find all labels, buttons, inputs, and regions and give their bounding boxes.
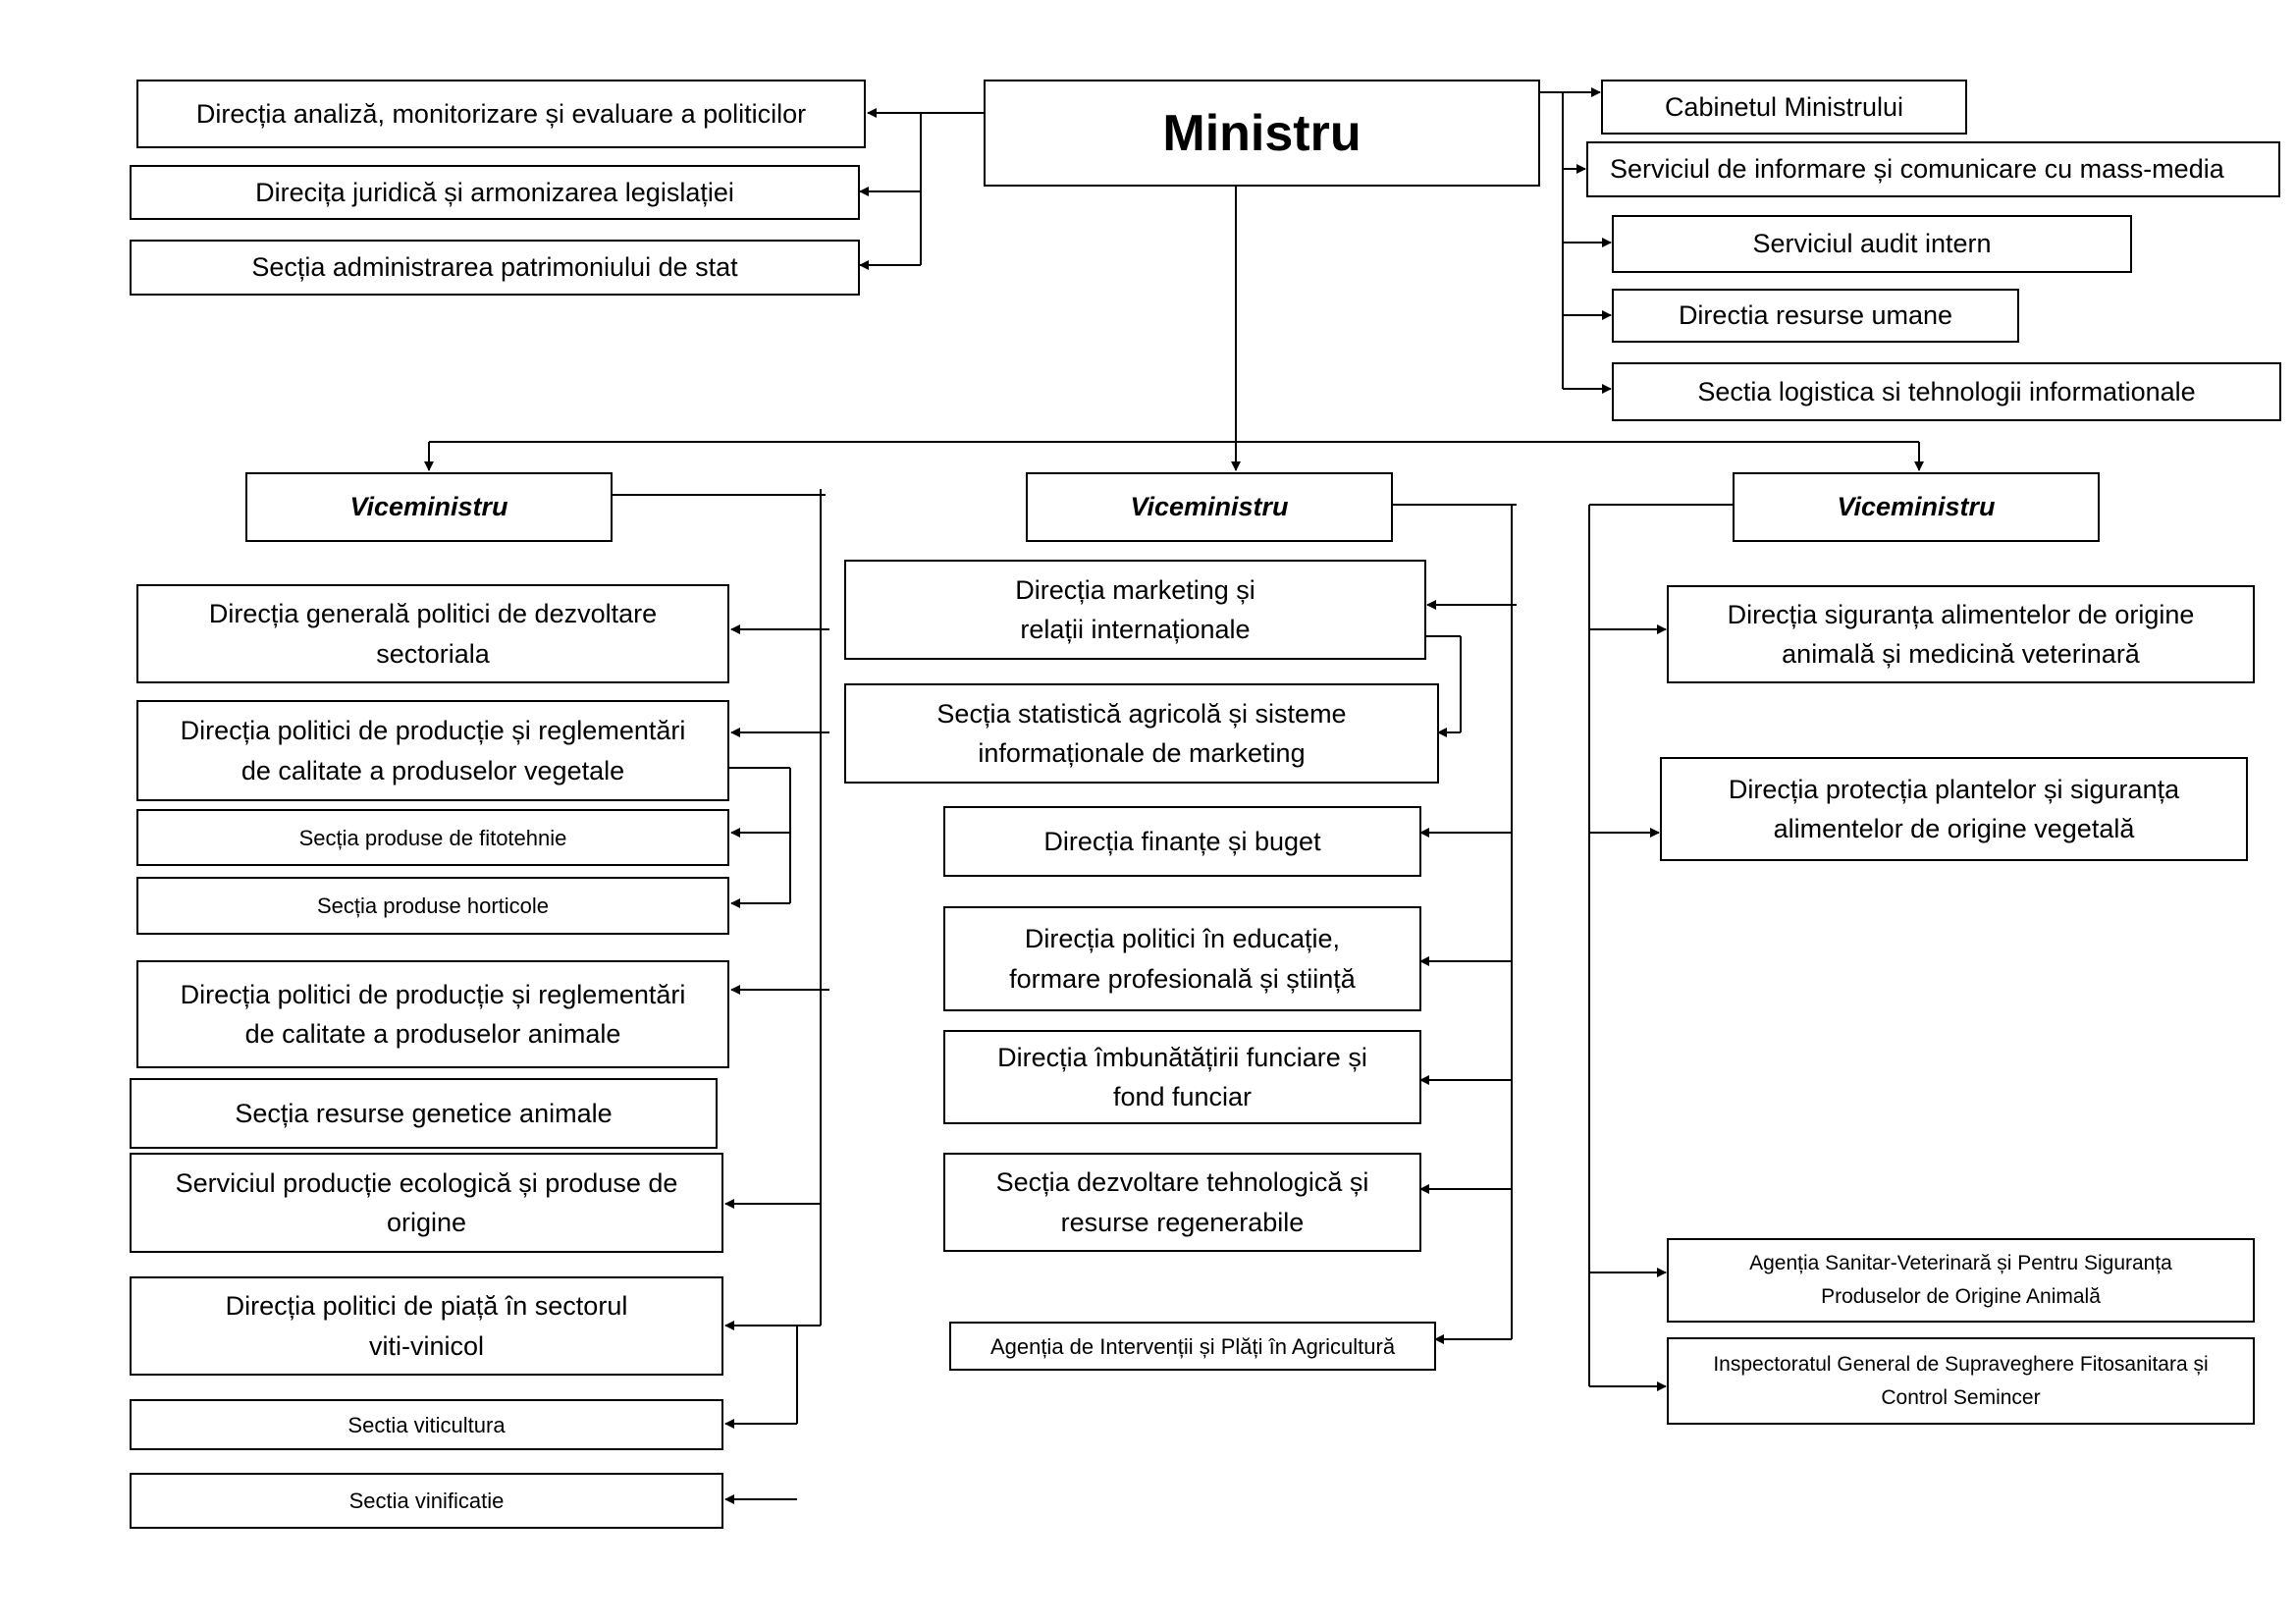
- viceminister-label: Viceministru: [1837, 492, 1996, 522]
- unit-policy-analysis: Direcția analiză, monitorizare și evalua…: [136, 80, 866, 148]
- unit-label: Direcția protecția plantelor și siguranț…: [1728, 774, 2180, 844]
- viceminister-label: Viceministru: [1130, 492, 1289, 522]
- unit-land-improvement: Direcția îmbunătățirii funciare și fond …: [943, 1030, 1421, 1124]
- unit-mass-media: Serviciul de informare și comunicare cu …: [1586, 141, 2280, 197]
- unit-label: Secția resurse genetice animale: [235, 1098, 613, 1128]
- unit-label: Direcția analiză, monitorizare și evalua…: [195, 98, 807, 129]
- unit-label: Inspectoratul General de Supraveghere Fi…: [1713, 1352, 2209, 1409]
- unit-label: Serviciul producție ecologică și produse…: [175, 1167, 678, 1238]
- unit-label: Directia resurse umane: [1678, 300, 1953, 331]
- unit-state-property: Secția administrarea patrimoniului de st…: [130, 240, 860, 296]
- unit-education-science: Direcția politici în educație, formare p…: [943, 906, 1421, 1011]
- unit-viticulture: Sectia viticultura: [130, 1399, 723, 1450]
- unit-label: Sectia logistica si tehnologii informati…: [1697, 376, 2196, 406]
- unit-sanitary-veterinary-agency: Agenția Sanitar-Veterinară și Pentru Sig…: [1667, 1238, 2255, 1323]
- unit-technological-development: Secția dezvoltare tehnologică și resurse…: [943, 1153, 1421, 1252]
- unit-legal: Direcița juridică și armonizarea legisla…: [130, 165, 860, 220]
- unit-label: Agenția de Intervenții și Plăți în Agric…: [989, 1333, 1396, 1359]
- unit-vinification: Sectia vinificatie: [130, 1473, 723, 1529]
- unit-internal-audit: Serviciul audit intern: [1612, 215, 2132, 273]
- unit-label: Direcția politici în educație, formare p…: [1009, 924, 1356, 994]
- unit-label: Agenția Sanitar-Veterinară și Pentru Sig…: [1749, 1252, 2172, 1308]
- viceminister-label: Viceministru: [349, 492, 508, 522]
- unit-sectoral-development: Direcția generală politici de dezvoltare…: [136, 584, 729, 683]
- unit-field-crops: Secția produse de fitotehnie: [136, 809, 729, 866]
- unit-finance-budget: Direcția finanțe și buget: [943, 806, 1421, 877]
- unit-label: Cabinetul Ministrului: [1664, 91, 1904, 122]
- minister-box: Ministru: [984, 80, 1540, 187]
- unit-label: Secția dezvoltare tehnologică și resurse…: [995, 1167, 1369, 1237]
- unit-logistics-it: Sectia logistica si tehnologii informati…: [1612, 362, 2281, 421]
- viceminister-middle: Viceministru: [1026, 472, 1393, 542]
- unit-plant-products-policy: Direcția politici de producție și reglem…: [136, 700, 729, 801]
- unit-label: Secția administrarea patrimoniului de st…: [251, 252, 738, 283]
- unit-phytosanitary-inspectorate: Inspectoratul General de Supraveghere Fi…: [1667, 1337, 2255, 1425]
- unit-label: Direcița juridică și armonizarea legisla…: [255, 177, 734, 207]
- unit-label: Direcția politici de piață în sectorul v…: [225, 1291, 628, 1361]
- unit-plant-protection: Direcția protecția plantelor și siguranț…: [1660, 757, 2248, 861]
- unit-label: Serviciul de informare și comunicare cu …: [1610, 154, 2224, 185]
- unit-label: Direcția politici de producție și reglem…: [180, 979, 686, 1050]
- unit-label: Direcția generală politici de dezvoltare…: [208, 599, 658, 669]
- unit-label: Secția produse de fitotehnie: [298, 825, 567, 850]
- unit-animal-food-safety: Direcția siguranța alimentelor de origin…: [1667, 585, 2255, 683]
- unit-marketing-international: Direcția marketing și relații internațio…: [844, 560, 1426, 660]
- unit-label: Direcția siguranța alimentelor de origin…: [1727, 599, 2195, 670]
- unit-label: Direcția finanțe și buget: [1043, 826, 1321, 856]
- viceminister-left: Viceministru: [245, 472, 613, 542]
- unit-viti-vinicol-market: Direcția politici de piață în sectorul v…: [130, 1276, 723, 1376]
- unit-intervention-agency: Agenția de Intervenții și Plăți în Agric…: [949, 1322, 1436, 1371]
- viceminister-right: Viceministru: [1733, 472, 2100, 542]
- unit-minister-cabinet: Cabinetul Ministrului: [1601, 80, 1967, 135]
- unit-label: Direcția îmbunătățirii funciare și fond …: [997, 1042, 1367, 1112]
- unit-label: Serviciul audit intern: [1752, 229, 1992, 259]
- unit-animal-products-policy: Direcția politici de producție și reglem…: [136, 960, 729, 1068]
- unit-animal-genetic-resources: Secția resurse genetice animale: [130, 1078, 718, 1149]
- minister-label: Ministru: [1162, 104, 1362, 162]
- unit-label: Secția produse horticole: [316, 893, 550, 918]
- unit-agricultural-statistics: Secția statistică agricolă și sisteme in…: [844, 683, 1439, 784]
- unit-label: Sectia vinificatie: [348, 1489, 505, 1513]
- unit-label: Direcția marketing și relații internațio…: [1015, 574, 1255, 645]
- unit-horticulture: Secția produse horticole: [136, 877, 729, 935]
- unit-label: Direcția politici de producție și reglem…: [180, 716, 686, 785]
- unit-label: Secția statistică agricolă și sisteme in…: [936, 698, 1347, 769]
- unit-human-resources: Directia resurse umane: [1612, 289, 2019, 343]
- unit-ecological-production: Serviciul producție ecologică și produse…: [130, 1153, 723, 1253]
- unit-label: Sectia viticultura: [347, 1412, 506, 1437]
